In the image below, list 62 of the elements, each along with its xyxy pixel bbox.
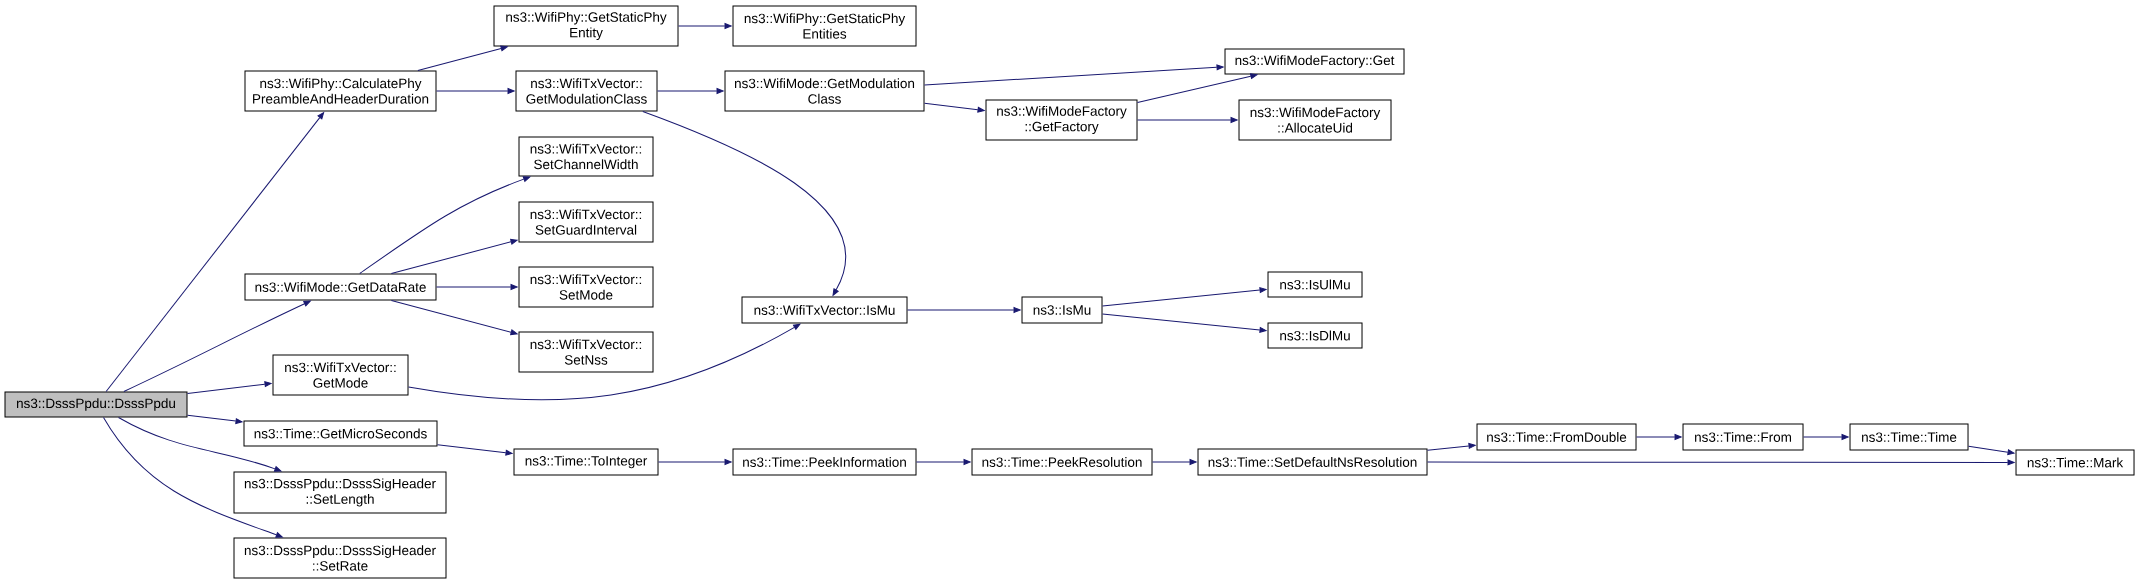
function-box: ns3::WifiTxVector::IsMu	[741, 296, 908, 324]
function-box: ns3::WifiTxVector:: SetGuardInterval	[518, 201, 654, 243]
function-box: ns3::WifiMode::GetDataRate	[244, 273, 437, 301]
arrow	[642, 111, 846, 296]
arrow	[103, 417, 283, 538]
arrow	[1636, 434, 1682, 440]
arrow	[359, 176, 531, 274]
function-box: ns3::WifiModeFactory::Get	[1224, 48, 1405, 75]
arrow	[436, 284, 518, 290]
function-box: ns3::WifiPhy::CalculatePhy PreambleAndHeaderDuration	[244, 70, 437, 112]
arrow	[408, 323, 801, 401]
function-box: ns3::WifiTxVector:: SetMode	[518, 266, 654, 308]
arrow	[105, 112, 325, 392]
arrow	[924, 64, 1224, 86]
arrow	[436, 88, 515, 94]
function-box: ns3::WifiTxVector:: SetChannelWidth	[518, 136, 654, 177]
arrow	[123, 300, 311, 392]
arrow	[1137, 73, 1258, 103]
arrow	[657, 88, 724, 94]
arrow	[1102, 287, 1267, 307]
function-box: ns3::IsDlMu	[1267, 322, 1363, 349]
function-box: ns3::IsMu	[1021, 296, 1103, 324]
arrow	[1102, 313, 1267, 333]
arrow	[1152, 459, 1197, 465]
arrow	[390, 300, 518, 336]
function-box: ns3::Time::Time	[1849, 423, 1969, 451]
arrow	[1137, 117, 1238, 123]
arrow	[916, 459, 971, 465]
function-box: ns3::WifiTxVector:: GetModulationClass	[515, 70, 658, 112]
function-box: ns3::WifiPhy::GetStaticPhy Entities	[732, 5, 917, 47]
function-box: ns3::WifiModeFactory ::AllocateUid	[1238, 99, 1392, 141]
arrow	[907, 307, 1021, 313]
function-box: ns3::Time::PeekResolution	[971, 448, 1153, 476]
arrow	[1427, 459, 2015, 466]
highlighted-function-box: ns3::DsssPpdu::DsssPpdu	[4, 391, 188, 418]
arrow	[390, 238, 518, 274]
arrow	[678, 23, 732, 29]
arrow	[658, 459, 732, 465]
arrow	[187, 381, 272, 394]
arrow	[118, 417, 282, 472]
function-box: ns3::Time::From	[1682, 423, 1804, 451]
function-box: ns3::Time::GetMicroSeconds	[243, 420, 438, 447]
function-box: ns3::Time::SetDefaultNsResolution	[1197, 448, 1428, 476]
arrow	[1803, 434, 1849, 440]
arrow	[417, 45, 508, 71]
function-box: ns3::Time::FromDouble	[1476, 423, 1637, 451]
arrow	[1968, 445, 2015, 456]
arrow	[437, 444, 513, 456]
function-box: ns3::Time::ToInteger	[513, 448, 659, 476]
function-box: ns3::WifiTxVector:: GetMode	[272, 354, 409, 396]
function-box: ns3::WifiModeFactory ::GetFactory	[985, 99, 1138, 141]
function-box: ns3::DsssPpdu::DsssSigHeader ::SetLength	[233, 471, 447, 514]
function-box: ns3::WifiPhy::GetStaticPhy Entity	[493, 5, 679, 47]
arrow	[1427, 443, 1476, 451]
function-box: ns3::IsUlMu	[1267, 271, 1363, 298]
function-box: ns3::Time::PeekInformation	[732, 448, 917, 476]
function-box: ns3::WifiTxVector:: SetNss	[518, 331, 654, 373]
function-box: ns3::WifiMode::GetModulation Class	[724, 70, 925, 112]
function-box: ns3::Time::Mark	[2015, 449, 2135, 476]
arrow	[924, 102, 985, 113]
arrow	[187, 414, 243, 424]
function-box: ns3::DsssPpdu::DsssSigHeader ::SetRate	[233, 537, 447, 579]
